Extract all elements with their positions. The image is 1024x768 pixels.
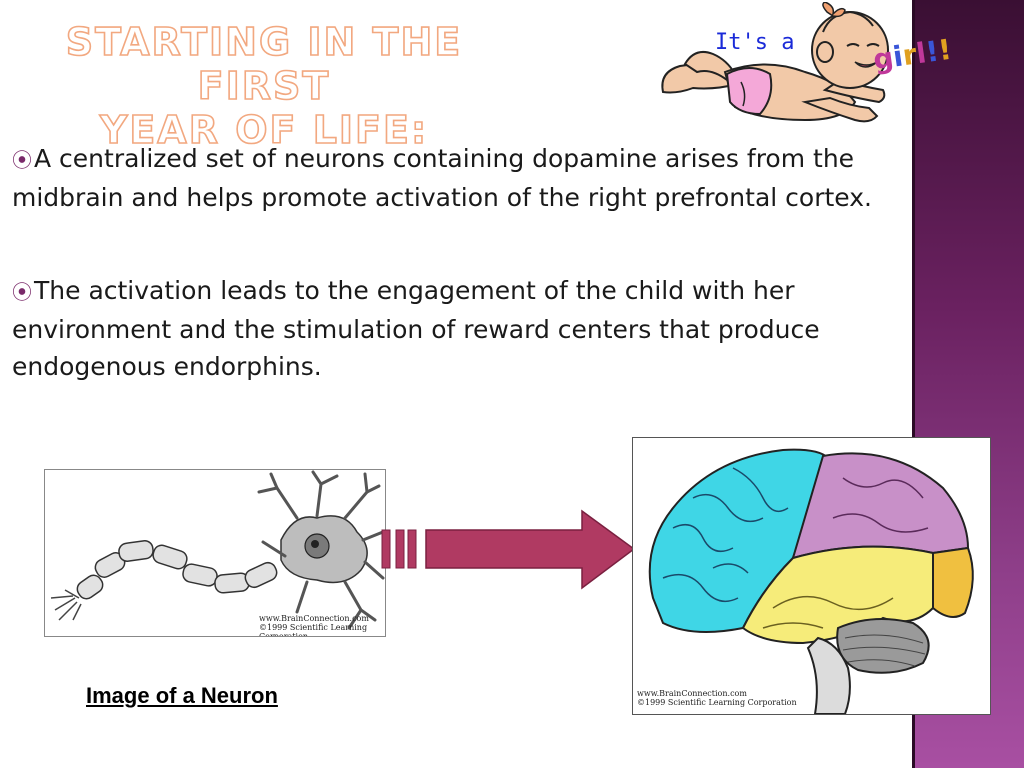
neuron-caption: Image of a Neuron	[86, 683, 278, 708]
baby-girl-clipart	[655, 1, 955, 137]
bullet-item: ⦿The activation leads to the engagement …	[12, 272, 917, 385]
slide-title: Starting in the first year of life:	[0, 19, 528, 153]
neuron-credit-copyright: ©1999 Scientific Learning Corporation	[259, 623, 368, 637]
bullet-item: ⦿A centralized set of neurons containing…	[12, 140, 917, 216]
neuron-image: www.BrainConnection.com ©1999 Scientific…	[44, 469, 386, 637]
brain-credit-url: www.BrainConnection.com	[637, 689, 747, 698]
its-a-caption: It's a	[715, 30, 795, 55]
bullet-circle-icon: ⦿	[12, 280, 32, 304]
neuron-credit-url: www.BrainConnection.com	[259, 614, 369, 623]
slide-body: ⦿A centralized set of neurons containing…	[12, 140, 917, 385]
brain-credit-copyright: ©1999 Scientific Learning Corporation	[637, 698, 797, 707]
striped-arrow	[381, 509, 636, 590]
brain-lobes-image: www.BrainConnection.com ©1999 Scientific…	[632, 437, 991, 715]
title-line-1: Starting in the first	[65, 19, 463, 109]
bullet-text: The activation leads to the engagement o…	[12, 276, 820, 381]
bullet-circle-icon: ⦿	[12, 148, 32, 172]
title-line-2: year of life:	[99, 107, 429, 153]
bullet-text: A centralized set of neurons containing …	[12, 144, 872, 212]
